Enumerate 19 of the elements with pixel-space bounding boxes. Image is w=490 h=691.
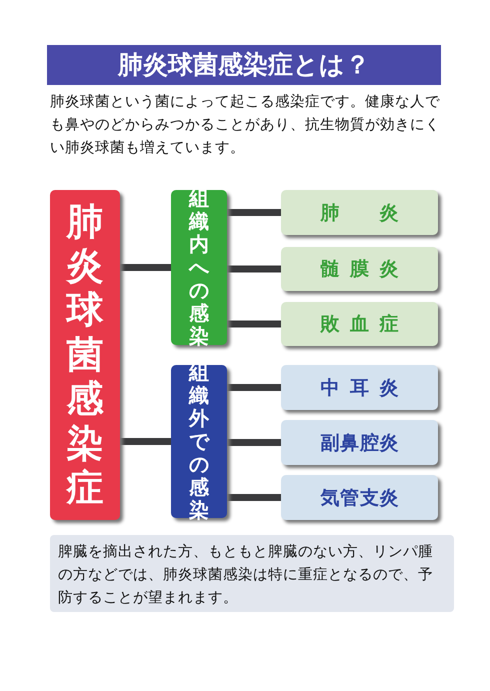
disease-box: 副鼻腔炎 [281,420,438,465]
disease-box: 肺炎 [281,190,438,235]
connector-line [120,438,171,445]
category-box: 肺炎球菌感染症 [50,190,120,520]
intro-paragraph: 肺炎球菌という菌によって起こる感染症です。健康な人でも鼻やのどからみつかることがあり、抗生物質が効きにくい肺炎球菌も増えています。 [50,92,441,158]
disease-box: 髄膜炎 [281,247,438,291]
connector-line [227,439,281,446]
group-box: 組織内への感染 [171,190,227,345]
title-banner: 肺炎球菌感染症とは？ [47,45,441,85]
note-box: 脾臓を摘出された方、もともと脾臓のない方、リンパ腫の方などでは、肺炎球菌感染は特に重症となるので、予防することが望まれます。 [50,535,454,612]
disease-box: 敗血症 [281,302,438,346]
connector-line [120,264,171,271]
connector-line [227,266,281,272]
disease-box: 気管支炎 [281,475,438,520]
connector-line [227,209,281,216]
connector-line [227,494,281,501]
connector-line [227,384,281,391]
connector-line [227,320,281,328]
disease-box: 中耳炎 [281,365,438,410]
